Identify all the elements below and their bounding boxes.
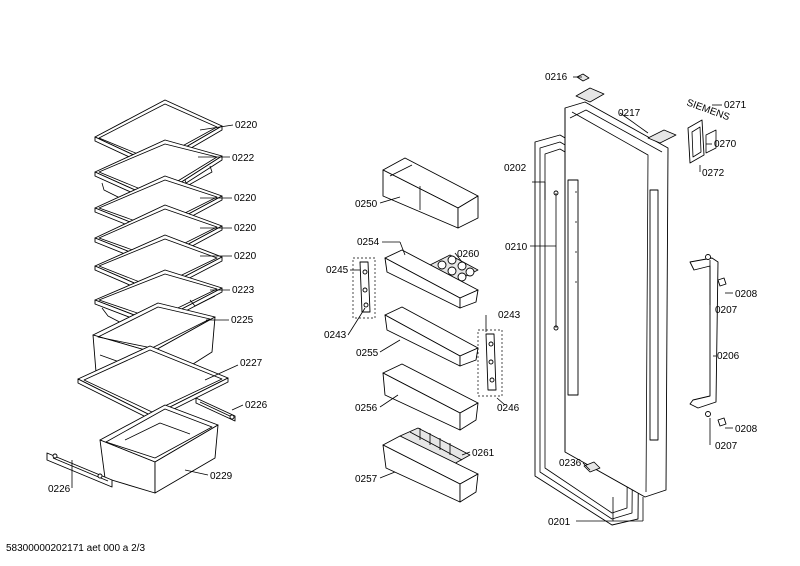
door-handle-0206 — [689, 257, 719, 409]
door-rack-0254 — [384, 249, 479, 309]
screws-lower — [705, 411, 727, 427]
rail-0245 — [352, 257, 376, 319]
shelf-0223 — [94, 269, 223, 331]
label-0223: 0223 — [232, 285, 255, 296]
label-0207-lower: 0207 — [715, 441, 738, 452]
freezer-drawer-0229 — [99, 404, 219, 494]
part-labels: 0220 0222 0220 0220 0220 0223 0225 0227 … — [48, 72, 758, 528]
leader-lines-left — [71, 124, 244, 488]
label-0245: 0245 — [326, 265, 349, 276]
door-rack-0255 — [384, 306, 479, 367]
label-0210: 0210 — [505, 242, 528, 253]
label-0201: 0201 — [548, 517, 571, 528]
label-0270: 0270 — [714, 139, 737, 150]
label-0208-lower: 0208 — [735, 424, 758, 435]
rail-0246 — [477, 329, 503, 397]
screws-upper — [705, 254, 727, 287]
egg-tray-0260 — [429, 254, 479, 282]
label-0220-b: 0220 — [234, 193, 257, 204]
label-0220-c: 0220 — [234, 223, 257, 234]
leader-lines-right — [530, 76, 733, 522]
label-0255: 0255 — [356, 348, 379, 359]
label-0226-left: 0226 — [48, 484, 71, 495]
butter-compartment-0250 — [382, 157, 479, 229]
label-0256: 0256 — [355, 403, 378, 414]
door-assembly: SIEMENS — [534, 73, 731, 526]
label-0254: 0254 — [357, 237, 380, 248]
label-0257: 0257 — [355, 474, 378, 485]
label-0220-d: 0220 — [234, 251, 257, 262]
part-0236 — [583, 461, 601, 473]
label-0207-upper: 0207 — [715, 305, 738, 316]
cap-0216 — [576, 73, 590, 82]
label-0229: 0229 — [210, 471, 233, 482]
label-0243-left: 0243 — [324, 330, 347, 341]
document-reference: 58300000202171 aet 000 a 2/3 — [6, 543, 146, 554]
door-rack-0256 — [382, 363, 479, 431]
shelf-stack — [46, 99, 236, 494]
label-0246: 0246 — [497, 403, 520, 414]
label-0272: 0272 — [702, 168, 725, 179]
door-rack-0257 — [382, 435, 479, 503]
label-0217: 0217 — [618, 108, 641, 119]
label-0260: 0260 — [457, 249, 480, 260]
label-0220-a: 0220 — [235, 120, 258, 131]
label-0236: 0236 — [559, 458, 582, 469]
label-0227: 0227 — [240, 358, 263, 369]
label-0243-right: 0243 — [498, 310, 521, 321]
cover-0217 — [575, 87, 677, 144]
label-0202: 0202 — [504, 163, 527, 174]
label-0216: 0216 — [545, 72, 568, 83]
drawer-rail-0226-right — [195, 397, 236, 422]
drawer-rail-0226-left — [46, 452, 113, 488]
label-0271: 0271 — [724, 100, 747, 111]
leader-lines-middle — [347, 196, 506, 479]
label-0261: 0261 — [472, 448, 495, 459]
label-0250: 0250 — [355, 199, 378, 210]
label-0226-right: 0226 — [245, 400, 268, 411]
label-0208-upper: 0208 — [735, 289, 758, 300]
door-rack-stack — [352, 157, 503, 503]
label-0222: 0222 — [232, 153, 255, 164]
label-0206: 0206 — [717, 351, 740, 362]
label-0225: 0225 — [231, 315, 254, 326]
door-panel — [564, 101, 669, 498]
